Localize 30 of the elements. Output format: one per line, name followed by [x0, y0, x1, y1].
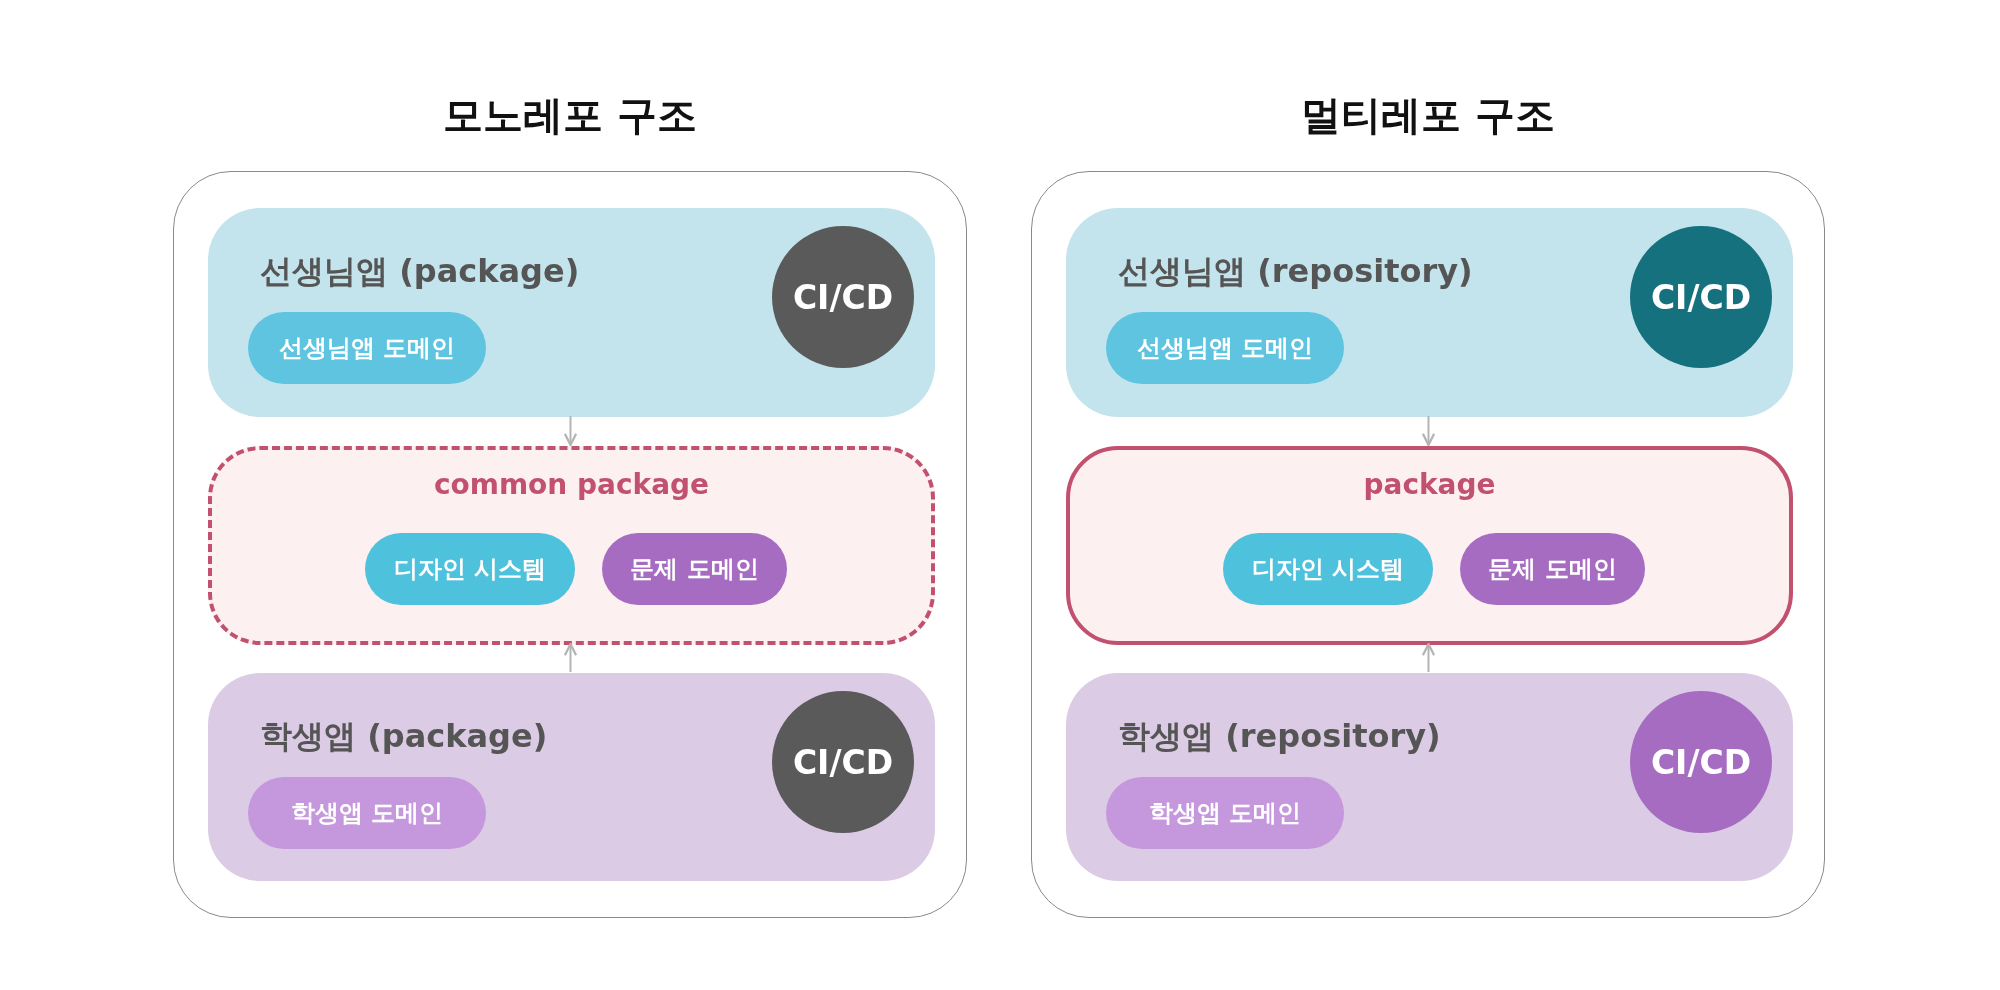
app-panel: [1066, 673, 1793, 881]
pipeline-circle: CI/CD: [1630, 226, 1772, 368]
domain-tag: 디자인 시스템: [1223, 533, 1433, 605]
arrow: [563, 415, 578, 447]
panel-title: 학생앱 (repository): [1118, 716, 1441, 757]
app-panel: [1066, 208, 1793, 417]
arrow: [1421, 642, 1436, 673]
domain-tag: 학생앱 도메인: [248, 777, 486, 849]
panel-title: 학생앱 (package): [260, 716, 548, 757]
domain-tag: 선생님앱 도메인: [1106, 312, 1344, 384]
app-panel: [208, 673, 935, 881]
panel-title: 선생님앱 (repository): [1118, 251, 1473, 292]
domain-tag: 학생앱 도메인: [1106, 777, 1344, 849]
domain-tag: 선생님앱 도메인: [248, 312, 486, 384]
diagram-heading: 멀티레포 구조: [1300, 91, 1556, 140]
pipeline-circle: CI/CD: [772, 691, 914, 833]
pipeline-circle: CI/CD: [772, 226, 914, 368]
domain-tag: 문제 도메인: [1460, 533, 1645, 605]
package-panel: [1066, 446, 1793, 645]
diagram-heading: 모노레포 구조: [442, 91, 698, 140]
panel-title: package: [1362, 468, 1497, 501]
package-panel: [208, 446, 935, 645]
app-panel: [208, 208, 935, 417]
arrow: [1421, 415, 1436, 447]
domain-tag: 디자인 시스템: [365, 533, 575, 605]
domain-tag: 문제 도메인: [602, 533, 787, 605]
panel-title: common package: [432, 468, 711, 501]
panel-title: 선생님앱 (package): [260, 251, 580, 292]
pipeline-circle: CI/CD: [1630, 691, 1772, 833]
arrow: [563, 642, 578, 673]
